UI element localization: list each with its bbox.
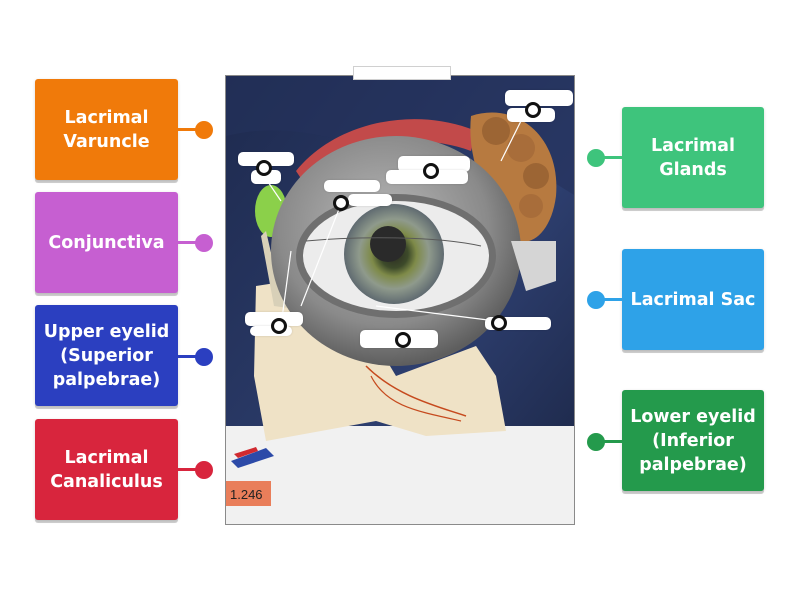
eye-model-image: 1.246: [226, 76, 574, 524]
drop-zone-pin[interactable]: [423, 163, 439, 179]
drop-zone[interactable]: [238, 152, 294, 166]
connector-line: [178, 241, 202, 244]
label-card-lacrimal-glands[interactable]: Lacrimal Glands: [622, 107, 764, 208]
connector-line: [178, 355, 202, 358]
connector-line: [598, 440, 622, 443]
label-text: Upper eyelid (Superior palpebrae): [43, 321, 170, 390]
anchor-dot[interactable]: [587, 291, 605, 309]
drop-zone-pin[interactable]: [491, 315, 507, 331]
label-text: Lower eyelid (Inferior palpebrae): [630, 406, 756, 475]
drop-zone-pin[interactable]: [256, 160, 272, 176]
anchor-dot[interactable]: [195, 461, 213, 479]
label-text: Conjunctiva: [48, 232, 165, 253]
drop-zone-pin[interactable]: [525, 102, 541, 118]
label-card-upper-eyelid[interactable]: Upper eyelid (Superior palpebrae): [35, 305, 178, 406]
label-text: Lacrimal Canaliculus: [50, 447, 163, 492]
label-card-lacrimal-canaliculus[interactable]: Lacrimal Canaliculus: [35, 419, 178, 520]
anchor-dot[interactable]: [195, 234, 213, 252]
anchor-dot[interactable]: [195, 348, 213, 366]
label-text: Lacrimal Glands: [650, 135, 735, 180]
anchor-dot[interactable]: [195, 121, 213, 139]
label-card-lacrimal-sac[interactable]: Lacrimal Sac: [622, 249, 764, 350]
connector-line: [178, 468, 202, 471]
label-card-conjunctiva[interactable]: Conjunctiva: [35, 192, 178, 293]
connector-line: [178, 128, 202, 131]
anchor-dot[interactable]: [587, 149, 605, 167]
label-text: Lacrimal Varuncle: [63, 107, 150, 152]
drop-zone[interactable]: [250, 326, 292, 336]
drop-zone[interactable]: [348, 194, 392, 206]
drop-zone[interactable]: [505, 90, 573, 106]
model-number: 1.246: [230, 487, 263, 502]
connector-line: [598, 298, 622, 301]
drop-zone[interactable]: [324, 180, 380, 192]
label-card-lacrimal-varuncle[interactable]: Lacrimal Varuncle: [35, 79, 178, 180]
label-text: Lacrimal Sac: [630, 289, 756, 310]
anchor-dot[interactable]: [587, 433, 605, 451]
drop-zone-pin[interactable]: [271, 318, 287, 334]
drop-zone-pin[interactable]: [395, 332, 411, 348]
eye-model-photo: 1.246: [225, 75, 575, 525]
label-card-lower-eyelid[interactable]: Lower eyelid (Inferior palpebrae): [622, 390, 764, 491]
drop-zone-pin[interactable]: [333, 195, 349, 211]
connector-line: [598, 156, 622, 159]
image-title-strip: [353, 66, 451, 80]
